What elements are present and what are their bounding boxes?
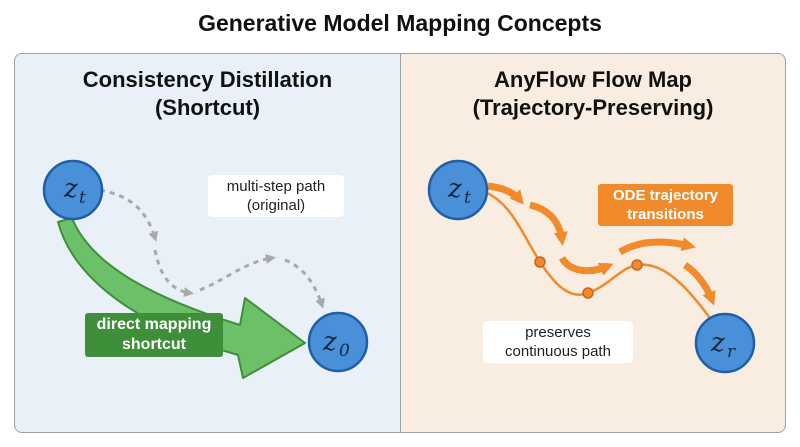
multistep-line2: (original) xyxy=(246,197,306,214)
page-title: Generative Model Mapping Concepts xyxy=(198,10,602,36)
shortcut-line2: shortcut xyxy=(122,336,186,353)
right-title-line1: AnyFlow Flow Map xyxy=(494,67,692,92)
direct-mapping-callout: direct mapping shortcut xyxy=(85,313,223,357)
shortcut-line1: direct mapping xyxy=(96,316,212,333)
preserves-line1: preserves xyxy=(525,324,591,341)
left-title-line2: (Shortcut) xyxy=(154,95,261,120)
ode-trajectory-callout: ODE trajectory transitions xyxy=(598,184,733,226)
left-panel-title: Consistency Distillation (Shortcut) xyxy=(15,66,400,122)
svg-text:z: z xyxy=(63,174,78,204)
multistep-dashed-path xyxy=(99,188,325,309)
preserves-line2: continuous path xyxy=(505,343,611,360)
svg-text:0: 0 xyxy=(339,341,350,361)
continuous-trajectory-path xyxy=(479,188,711,319)
svg-text:r: r xyxy=(727,342,736,362)
node-zt-left: z t xyxy=(42,159,104,221)
svg-text:t: t xyxy=(79,188,86,208)
ode-line2: transitions xyxy=(627,206,704,223)
svg-text:z: z xyxy=(447,174,462,204)
node-zr-right: z r xyxy=(694,312,756,374)
left-title-line1: Consistency Distillation xyxy=(82,67,333,92)
right-title-line2: (Trajectory-Preserving) xyxy=(472,95,714,120)
svg-text:t: t xyxy=(464,188,471,208)
preserves-path-label: preserves continuous path xyxy=(483,321,633,363)
node-z0-left: z 0 xyxy=(307,311,369,373)
ode-line1: ODE trajectory xyxy=(612,187,719,204)
direct-shortcut-arrow xyxy=(57,217,306,379)
multistep-line1: multi-step path xyxy=(226,178,326,195)
ode-transition-arrows xyxy=(487,182,716,306)
svg-text:z: z xyxy=(710,328,725,358)
svg-text:z: z xyxy=(322,327,337,357)
node-zt-right: z t xyxy=(427,159,489,221)
multistep-path-label: multi-step path (original) xyxy=(208,175,344,217)
right-panel-title: AnyFlow Flow Map (Trajectory-Preserving) xyxy=(401,66,785,122)
